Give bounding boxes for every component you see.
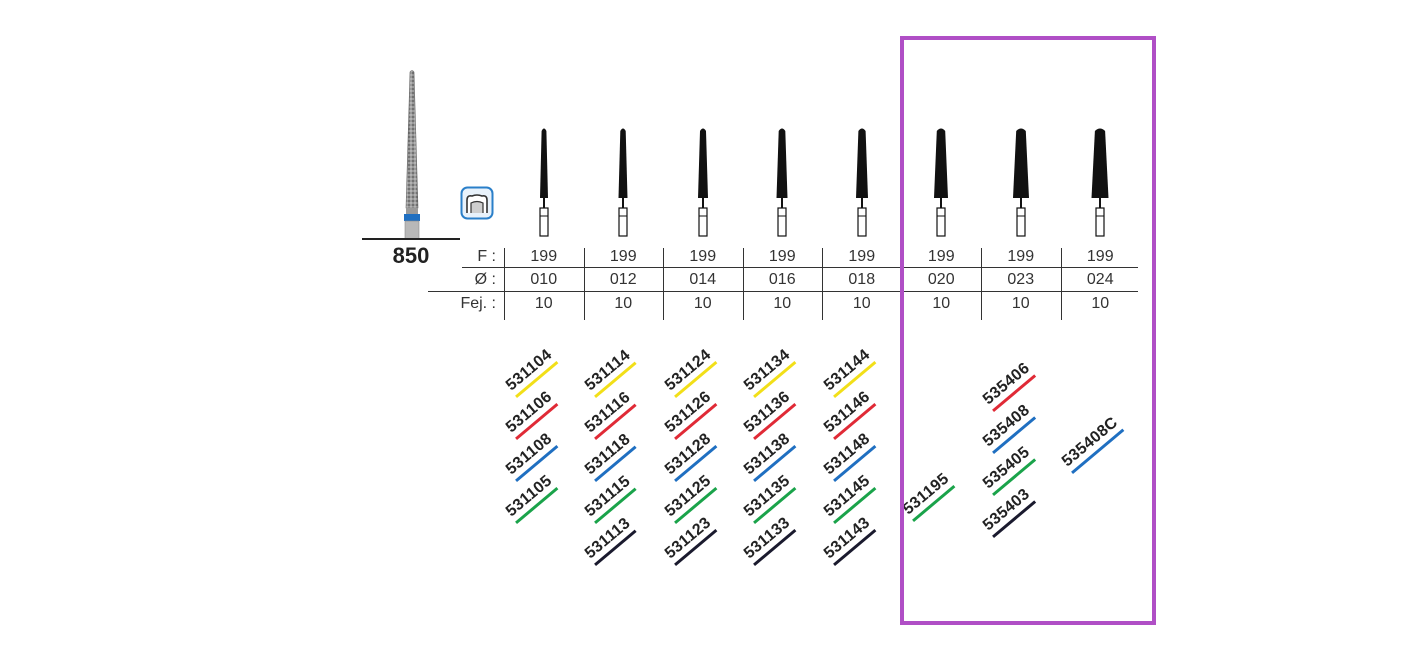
cell-dia-012: 012 [609,271,637,288]
table-rule-1 [462,267,1138,268]
row-label-packs: Fej. : [460,295,496,312]
order-code-531125: 531125 [661,472,718,524]
row-label-figure: F : [477,248,496,265]
table-column-separator [822,248,823,320]
order-code-531144: 531144 [820,346,877,398]
order-code-531105: 531105 [502,472,559,524]
order-code-531148: 531148 [820,430,877,482]
cell-fej-014: 10 [693,295,712,312]
cell-f-018: 199 [848,248,876,265]
order-code-531145: 531145 [820,472,877,524]
order-code-531134: 531134 [741,346,797,398]
cell-f-020: 199 [927,248,955,265]
order-code-531138: 531138 [741,430,797,482]
bur-icon-012 [618,128,628,237]
hero-bur-image [404,70,420,240]
cell-dia-023: 023 [1007,271,1035,288]
table-column-separator [1061,248,1062,320]
table-column-separator [981,248,982,320]
bur-icon-014 [697,128,708,237]
order-code-531113: 531113 [582,514,638,566]
bur-icon-016 [776,128,788,237]
order-code-531115: 531115 [582,472,638,524]
cell-fej-012: 10 [614,295,633,312]
crown-prep-icon [460,186,494,220]
bur-icon-018 [855,128,868,237]
cell-fej-018: 10 [852,295,871,312]
cell-fej-016: 10 [773,295,792,312]
order-code-531118: 531118 [582,430,638,482]
table-column-separator [504,248,505,320]
bur-icon-010 [539,128,549,237]
table-column-separator [743,248,744,320]
table-column-separator [584,248,585,320]
cell-dia-014: 014 [689,271,717,288]
order-code-531114: 531114 [582,346,638,398]
cell-dia-016: 016 [768,271,796,288]
order-code-531106: 531106 [502,388,559,440]
cell-f-012: 199 [609,248,637,265]
highlight-frame [900,36,1156,625]
cell-f-016: 199 [768,248,796,265]
order-code-531124: 531124 [661,346,718,398]
order-code-531136: 531136 [741,388,797,440]
cell-dia-018: 018 [848,271,876,288]
order-code-531128: 531128 [661,430,718,482]
order-code-531135: 531135 [741,472,797,524]
hero-baseline [362,238,460,240]
cell-f-014: 199 [689,248,717,265]
bur-icon-023 [1012,128,1029,237]
product-model: 850 [392,243,430,268]
cell-fej-020: 10 [932,295,951,312]
order-code-531123: 531123 [661,514,718,566]
cell-fej-024: 10 [1091,295,1110,312]
table-rule-2 [428,291,1138,292]
cell-dia-010: 010 [530,271,558,288]
cell-fej-010: 10 [534,295,553,312]
order-code-531146: 531146 [820,388,877,440]
order-code-531143: 531143 [820,514,877,566]
bur-icon-020 [934,128,949,237]
cell-f-010: 199 [530,248,558,265]
order-code-531126: 531126 [661,388,718,440]
cell-f-024: 199 [1086,248,1114,265]
cell-f-023: 199 [1007,248,1035,265]
cell-dia-020: 020 [927,271,955,288]
order-code-531116: 531116 [582,388,638,440]
order-code-531108: 531108 [502,430,559,482]
order-code-531104: 531104 [502,346,559,398]
order-code-531133: 531133 [741,514,797,566]
row-label-diameter: Ø : [474,271,496,288]
cell-dia-024: 024 [1086,271,1114,288]
bur-icon-024 [1091,128,1109,237]
table-column-separator [663,248,664,320]
cell-fej-023: 10 [1011,295,1030,312]
